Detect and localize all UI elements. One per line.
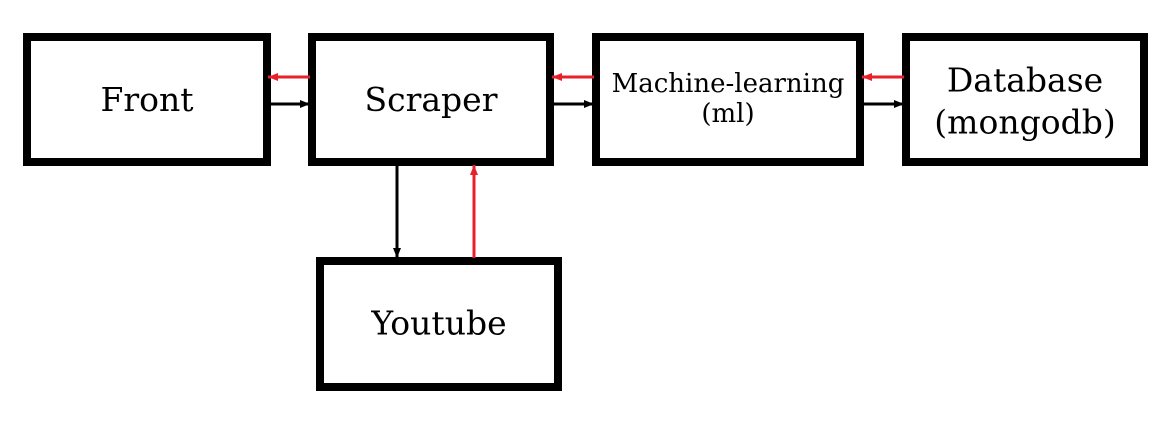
node-youtube-label: Youtube bbox=[370, 304, 506, 343]
node-database-box bbox=[902, 33, 1148, 166]
edges-layer bbox=[268, 73, 904, 258]
node-ml-label-line2: (ml) bbox=[701, 99, 754, 129]
node-ml-box bbox=[592, 33, 864, 166]
node-front: Front bbox=[23, 33, 271, 166]
node-scraper: Scraper bbox=[308, 33, 554, 166]
node-scraper-box bbox=[308, 33, 554, 166]
node-front-label: Front bbox=[100, 80, 193, 119]
node-database-label-line2: (mongodb) bbox=[934, 103, 1115, 142]
node-scraper-label: Scraper bbox=[365, 80, 498, 119]
node-database-label-line1: Database bbox=[947, 61, 1103, 100]
node-youtube-box bbox=[316, 257, 562, 391]
node-database: Database (mongodb) bbox=[902, 33, 1148, 166]
node-ml: Machine-learning (ml) bbox=[592, 33, 864, 166]
node-youtube: Youtube bbox=[316, 257, 562, 391]
node-ml-label-line1: Machine-learning bbox=[612, 69, 845, 99]
node-front-box bbox=[23, 33, 271, 166]
